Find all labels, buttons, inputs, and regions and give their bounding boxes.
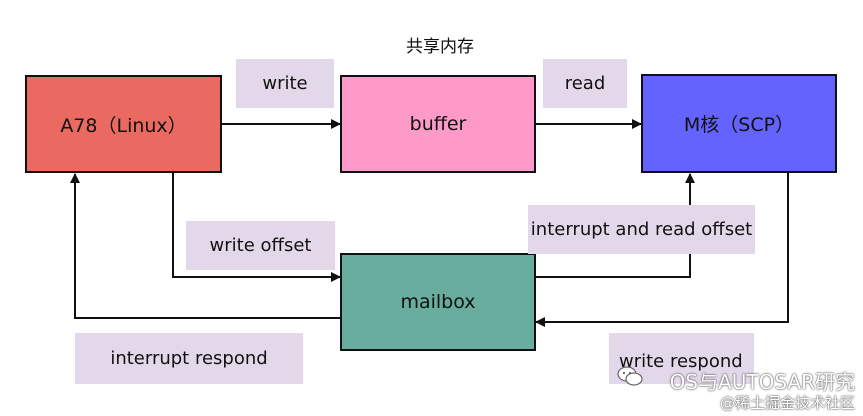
arrow-a78-to-mailbox	[172, 173, 341, 282]
wechat-icon	[617, 366, 643, 386]
node-mailbox: mailbox	[340, 253, 536, 351]
watermark-line1: OS与AUTOSAR研究	[669, 370, 855, 394]
watermark-line2: @稀土掘金技术社区	[719, 394, 855, 412]
node-buffer: buffer	[340, 75, 536, 173]
arrow-mailbox-to-a78	[70, 173, 340, 319]
edge-label-write-offset: write offset	[186, 221, 335, 270]
edge-label-interrupt-respond: interrupt respond	[75, 333, 303, 384]
node-mailbox-label: mailbox	[400, 291, 476, 313]
node-mcore-label: M核（SCP）	[683, 114, 795, 136]
node-a78-linux: A78（Linux）	[25, 75, 222, 173]
edge-label-interrupt-read-offset: interrupt and read offset	[528, 205, 755, 254]
edge-label-write: write	[236, 59, 334, 108]
node-buffer-label: buffer	[409, 113, 467, 135]
node-a78-label: A78（Linux）	[60, 114, 187, 137]
node-mcore-scp: M核（SCP）	[641, 74, 837, 173]
arrow-mcore-to-mailbox	[535, 173, 789, 327]
diagram-title: 共享内存	[406, 37, 474, 57]
edge-label-read: read	[543, 59, 627, 108]
